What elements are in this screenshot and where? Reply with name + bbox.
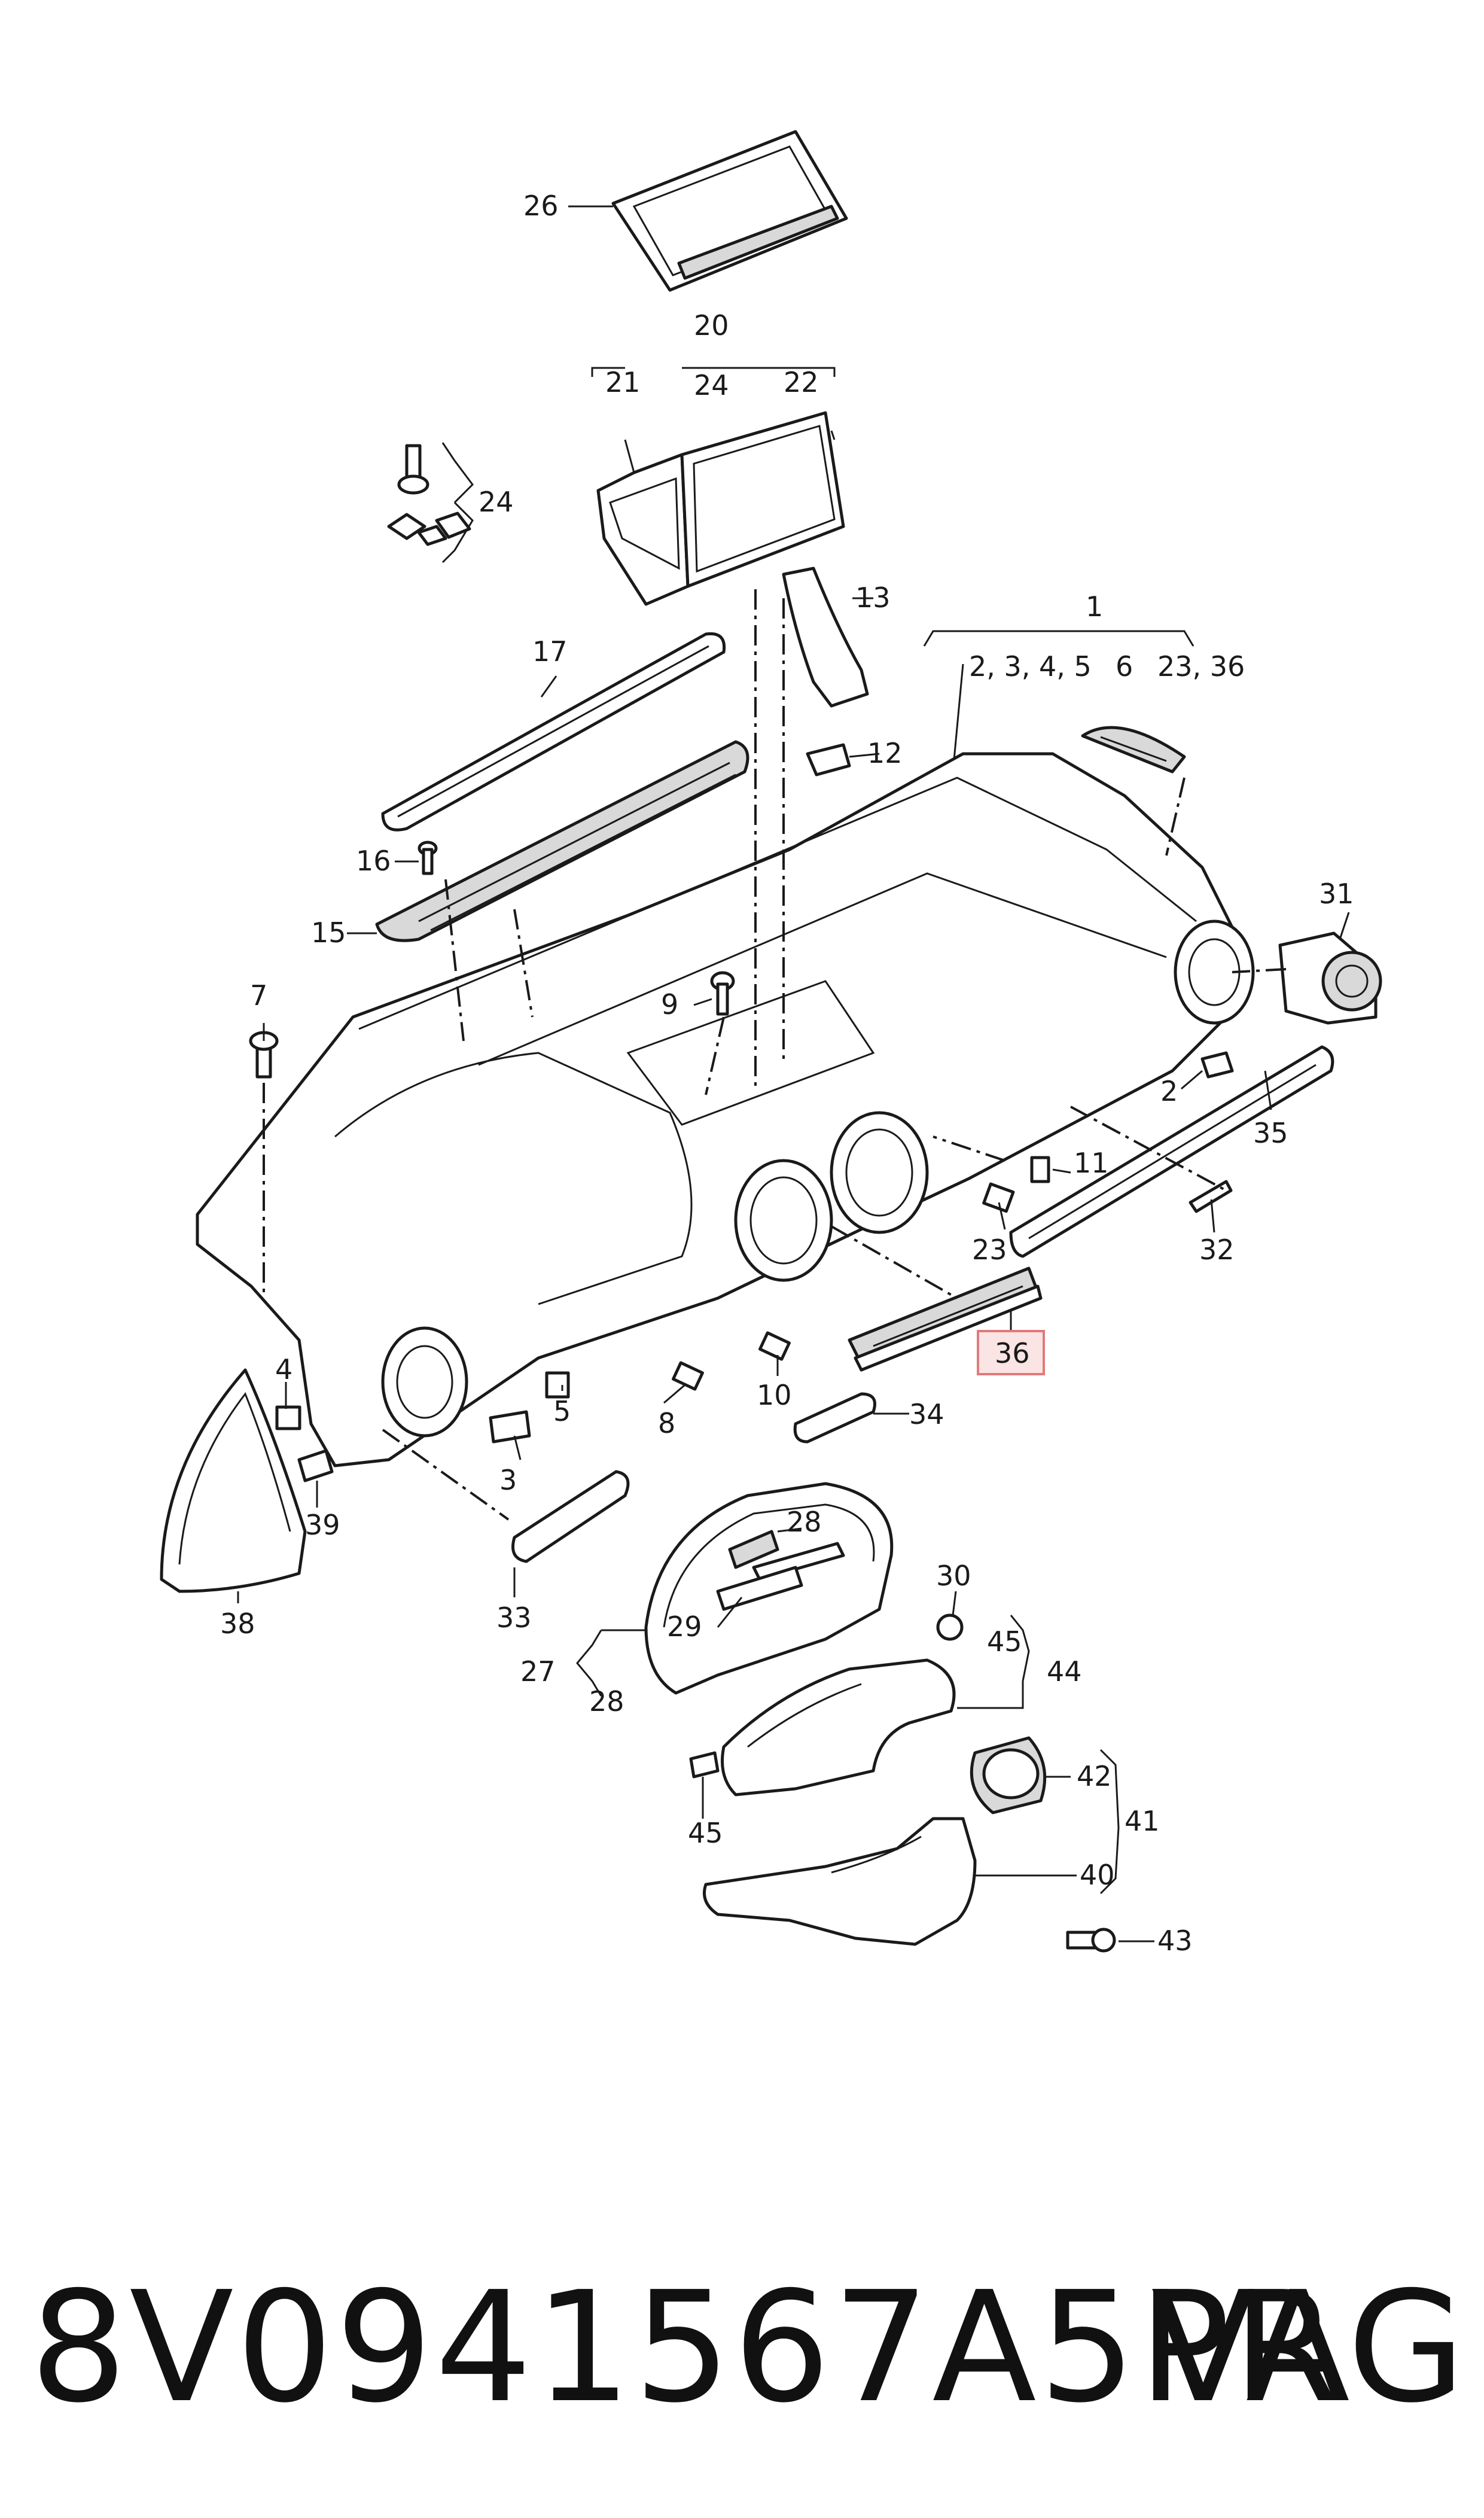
assembly-lines [263,589,1287,1521]
part-5-clip[interactable] [545,1371,570,1399]
callout-28-group[interactable]: 28 [589,1685,624,1718]
callout-34[interactable]: 34 [909,1398,944,1430]
callout-4[interactable]: 4 [275,1353,292,1386]
callout-15[interactable]: 15 [311,917,346,949]
callout-13[interactable]: 13 [855,581,891,614]
callout-20-sub-21[interactable]: 21 [605,366,641,398]
leader-lines [237,205,1350,1942]
part-16-screw[interactable] [418,841,438,875]
callout-3[interactable]: 3 [499,1464,517,1496]
callout-27[interactable]: 27 [520,1655,556,1688]
callout-26[interactable]: 26 [523,190,559,222]
part-11-screw[interactable] [1030,1156,1050,1183]
brand-name: VAG [1151,2259,1465,2437]
part-45-clip[interactable] [689,1751,720,1779]
part-10-screw[interactable] [758,1331,791,1361]
part-24-fasteners[interactable] [387,444,471,546]
callout-40[interactable]: 40 [1080,1859,1115,1891]
part-42-ring[interactable] [970,1736,1047,1814]
callout-7[interactable]: 7 [250,979,267,1012]
part-6-vent-grille[interactable] [1081,726,1186,774]
part-13-bracket[interactable] [782,567,869,708]
callout-9[interactable]: 9 [661,988,678,1021]
part-33-cover[interactable] [511,1470,630,1563]
part-2-clip[interactable] [1200,1051,1234,1079]
callout-16[interactable]: 16 [356,845,391,877]
callout-labels: 26 20 21 24 22 24 13 17 1 2, 3, 4, 5 6 2… [220,190,1354,1957]
callout-23[interactable]: 23 [972,1234,1007,1266]
part-number: 8V0941567A5PR [30,2259,1341,2437]
part-29-cluster-bracket[interactable] [716,1566,803,1611]
callout-33[interactable]: 33 [496,1601,532,1634]
callout-12[interactable]: 12 [867,737,903,769]
callout-42[interactable]: 42 [1077,1760,1112,1792]
callout-45[interactable]: 45 [688,1817,723,1849]
callout-10[interactable]: 10 [757,1379,792,1411]
part-4-clip[interactable] [275,1405,301,1430]
callout-38[interactable]: 38 [220,1607,255,1640]
callout-35[interactable]: 35 [1253,1117,1288,1149]
part-43-screw[interactable] [1066,1928,1116,1953]
callout-30[interactable]: 30 [936,1560,971,1592]
part-1-dashboard[interactable] [196,752,1255,1467]
callout-36-highlight-box [977,1330,1045,1375]
part-40-column-cover-lower[interactable] [703,1817,977,1946]
callout-20-sub-22[interactable]: 22 [784,366,819,398]
part-21-22-display-unit[interactable] [596,411,845,606]
callout-8[interactable]: 8 [658,1407,675,1439]
callout-5[interactable]: 5 [553,1395,571,1427]
part-23-screw[interactable] [982,1182,1015,1213]
part-12-clip[interactable] [806,743,851,777]
callout-31[interactable]: 31 [1319,878,1354,910]
callout-45-group[interactable]: 45 [987,1625,1022,1658]
part-44-column-cover-upper[interactable] [721,1658,956,1797]
callout-20[interactable]: 20 [694,309,729,342]
callout-2[interactable]: 2 [1160,1075,1178,1107]
callout-29[interactable]: 29 [667,1610,702,1643]
part-32-strip[interactable] [1189,1180,1233,1213]
part-15-grille-strip[interactable] [375,740,749,942]
callout-20-sub-24[interactable]: 24 [694,369,729,401]
callout-41[interactable]: 41 [1125,1805,1160,1837]
part-3-bracket[interactable] [489,1410,531,1444]
part-38-side-panel[interactable] [160,1368,307,1593]
callout-43[interactable]: 43 [1157,1925,1193,1957]
part-9-screw[interactable] [710,971,735,1016]
part-39-clip[interactable] [297,1449,334,1482]
part-30-screw[interactable] [936,1613,964,1641]
callout-28-top[interactable]: 28 [787,1506,822,1538]
callout-1-sub-23-36[interactable]: 23, 36 [1157,650,1245,683]
callout-17[interactable]: 17 [532,635,568,668]
exploded-parts-diagram: 26 20 21 24 22 24 13 17 1 2, 3, 4, 5 6 2… [160,130,1382,1957]
callout-1[interactable]: 1 [1086,590,1103,623]
part-17-trim-strip[interactable] [381,632,726,832]
footer: 8V0941567A5PR VAG [30,2249,1465,2465]
callout-44[interactable]: 44 [1047,1655,1082,1688]
part-26-display-frame[interactable] [611,130,848,292]
part-28-cluster-cover[interactable] [728,1530,845,1581]
part-36-air-duct[interactable] [848,1266,1043,1372]
callout-1-sub-6[interactable]: 6 [1116,650,1133,683]
callout-11[interactable]: 11 [1074,1147,1109,1179]
part-31-round-vent[interactable] [1278,931,1382,1025]
callout-1-sub-parts[interactable]: 2, 3, 4, 5 [969,650,1092,683]
callout-39[interactable]: 39 [305,1509,340,1541]
part-34-cover[interactable] [793,1392,876,1444]
part-8-screw[interactable] [672,1361,704,1391]
callout-36[interactable]: 36 [995,1337,1030,1369]
callout-24[interactable]: 24 [479,486,514,518]
callout-32[interactable]: 32 [1199,1234,1235,1266]
